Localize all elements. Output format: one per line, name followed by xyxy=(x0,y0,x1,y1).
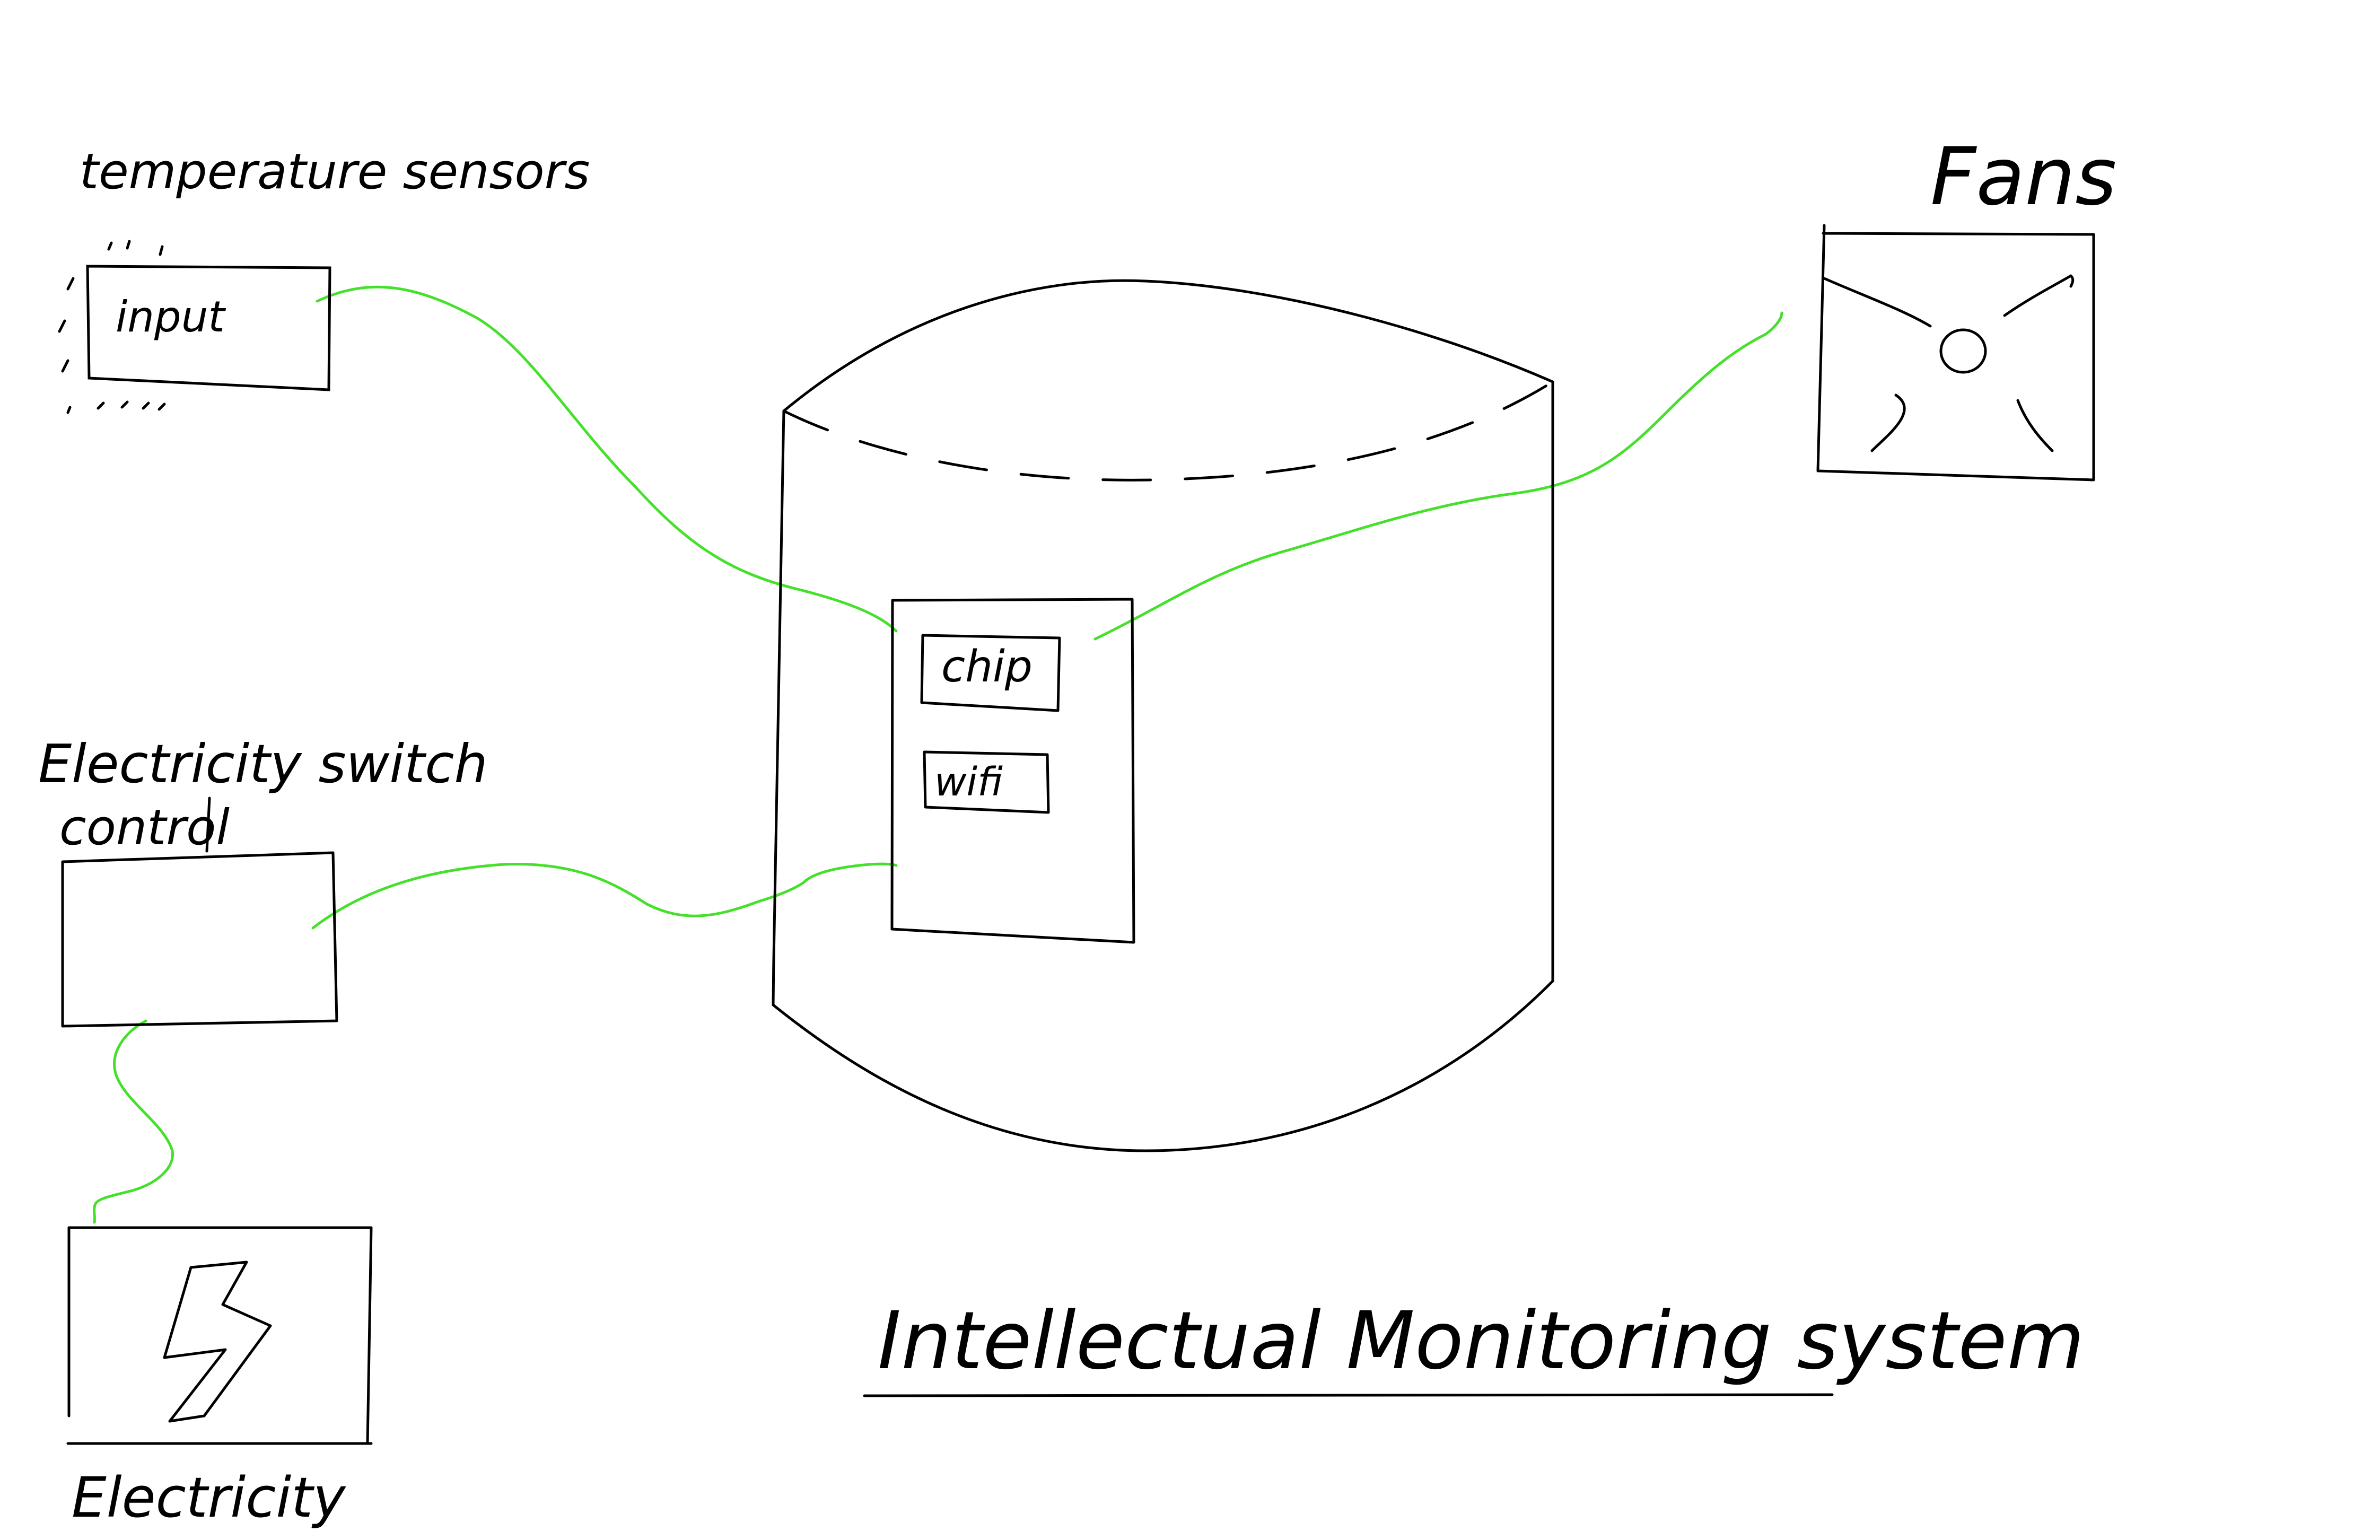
fan-module xyxy=(1816,224,2095,482)
wire-chip-to-fan xyxy=(1093,311,1783,641)
fan-blade-bottom-right xyxy=(2016,399,2054,452)
fan-blade-top-right xyxy=(2003,274,2075,317)
wifi-label: wifi xyxy=(934,759,1003,805)
wifi-box xyxy=(923,750,1050,814)
control-board xyxy=(890,598,1135,944)
device-cylinder xyxy=(772,279,1554,1152)
electricity-module xyxy=(66,1226,373,1445)
cylinder-left-side xyxy=(772,409,785,1007)
fan-icon xyxy=(1823,274,2075,452)
wire-sensor-to-chip xyxy=(316,285,898,633)
switch-module xyxy=(61,851,338,1028)
chip-box xyxy=(920,634,1061,712)
sensor-tick-marks xyxy=(58,240,166,414)
system-title-underline xyxy=(863,1393,1834,1397)
sensor-input-box xyxy=(86,265,331,391)
cylinder-top-dashed-rim xyxy=(782,380,1554,482)
fan-blade-bottom-left xyxy=(1870,393,1906,452)
fan-box xyxy=(1816,224,2095,482)
wires xyxy=(93,285,1783,1224)
sensor-input-label: input xyxy=(116,292,226,342)
electricity-switch-subtitle: control xyxy=(59,799,230,856)
wire-switch-to-electricity xyxy=(93,1019,174,1224)
cylinder-bottom-arc xyxy=(772,979,1554,1152)
electricity-box xyxy=(67,1226,373,1445)
system-title: Intellectual Monitoring system xyxy=(878,1295,2085,1387)
chip-label: chip xyxy=(941,642,1032,692)
electricity-switch-title: Electricity switch xyxy=(38,733,488,795)
lightning-bolt-icon xyxy=(163,1261,272,1423)
switch-box xyxy=(61,851,338,1028)
fan-blade-top-left xyxy=(1823,277,1932,328)
wire-switch-to-chip xyxy=(311,862,898,930)
temperature-sensors-title: temperature sensors xyxy=(80,143,590,200)
temperature-sensor-module xyxy=(58,240,331,414)
electricity-label: Electricity xyxy=(72,1465,346,1530)
fans-title: Fans xyxy=(1930,131,2116,223)
cylinder-top-arc xyxy=(782,279,1554,413)
fan-hub xyxy=(1939,328,1987,374)
switch-label-divider xyxy=(205,797,211,853)
